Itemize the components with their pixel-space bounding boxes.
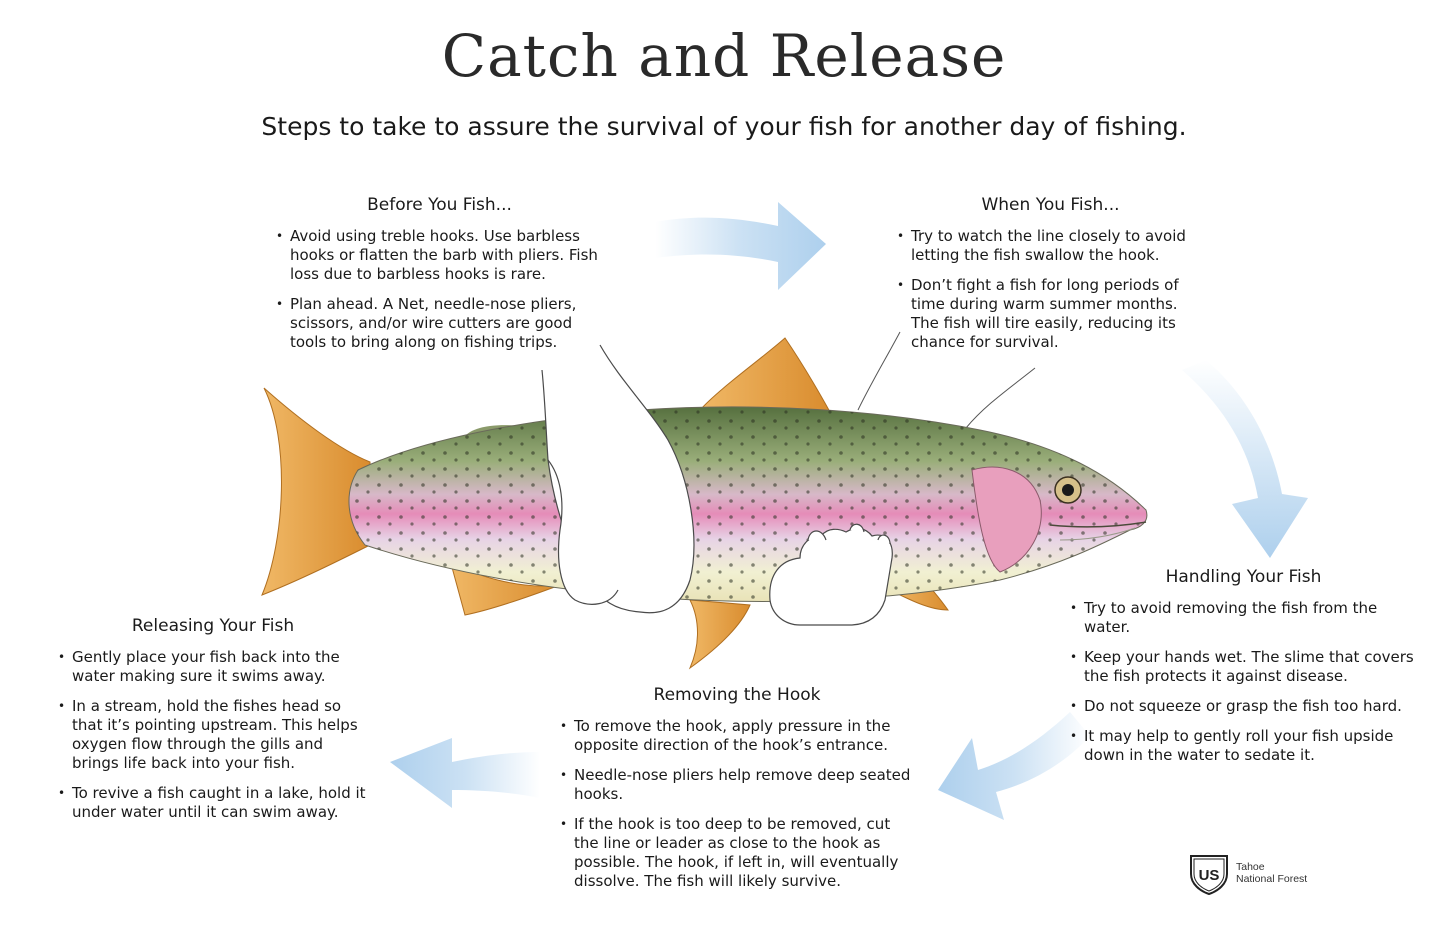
section-releasing-your-fish: Releasing Your Fish Gently place your fi… <box>54 617 372 833</box>
trout-illustration <box>261 337 1148 670</box>
flow-arrow-top <box>655 202 826 290</box>
section-removing-the-hook: Removing the Hook To remove the hook, ap… <box>556 686 918 902</box>
logo-line-2: National Forest <box>1236 873 1308 885</box>
logo-text: Tahoe National Forest <box>1236 861 1307 885</box>
list-item: Try to watch the line closely to avoid l… <box>893 227 1208 265</box>
forest-service-logo: US Tahoe National Forest <box>1188 852 1328 896</box>
section-heading: When You Fish... <box>981 195 1120 215</box>
list-item: To revive a fish caught in a lake, hold … <box>54 784 372 822</box>
list-item: It may help to gently roll your fish ups… <box>1066 727 1421 765</box>
section-handling-your-fish: Handling Your Fish Try to avoid removing… <box>1066 568 1421 776</box>
logo-line-1: Tahoe <box>1236 861 1265 873</box>
list-item: Try to avoid removing the fish from the … <box>1066 599 1421 637</box>
list-item: Plan ahead. A Net, needle-nose pliers, s… <box>272 295 607 352</box>
flow-arrow-bottom-right <box>938 712 1090 820</box>
flow-arrow-left <box>390 738 540 808</box>
section-heading: Releasing Your Fish <box>131 616 295 636</box>
page-subtitle: Steps to take to assure the survival of … <box>261 112 1187 141</box>
section-when-you-fish: When You Fish... Try to watch the line c… <box>893 196 1208 363</box>
svg-text:US: US <box>1199 867 1220 884</box>
section-heading: Removing the Hook <box>653 685 821 705</box>
list-item: Avoid using treble hooks. Use barbless h… <box>272 227 607 284</box>
list-item: To remove the hook, apply pressure in th… <box>556 717 918 755</box>
list-item: Keep your hands wet. The slime that cove… <box>1066 648 1421 686</box>
hands-illustration <box>541 344 893 626</box>
list-item: Needle-nose pliers help remove deep seat… <box>556 766 918 804</box>
flow-arrow-right <box>1182 360 1308 558</box>
list-item: Gently place your fish back into the wat… <box>54 648 372 686</box>
forest-service-shield-icon: US <box>1190 855 1228 896</box>
list-item: Don’t fight a fish for long periods of t… <box>893 276 1208 352</box>
list-item: Do not squeeze or grasp the fish too har… <box>1066 697 1421 716</box>
list-item: In a stream, hold the fishes head so tha… <box>54 697 372 773</box>
section-before-you-fish: Before You Fish... Avoid using treble ho… <box>272 196 607 363</box>
section-heading: Before You Fish... <box>367 195 512 215</box>
list-item: If the hook is too deep to be removed, c… <box>556 815 918 891</box>
page-title: Catch and Release <box>441 22 1007 90</box>
section-heading: Handling Your Fish <box>1165 567 1322 587</box>
